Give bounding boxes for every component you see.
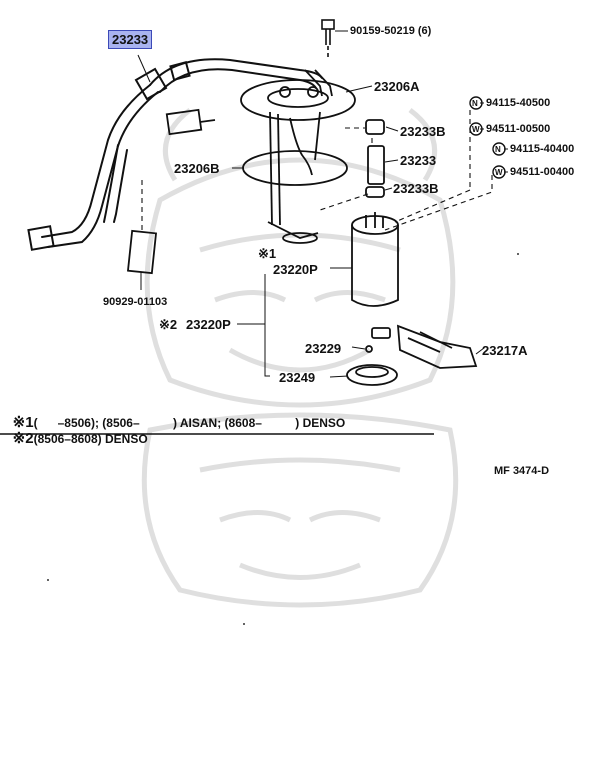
note-2: ※2(8506–8608) DENSO [6, 418, 148, 446]
part-label-gauge-bottom[interactable]: 23206B [174, 161, 220, 176]
bolt [321, 19, 335, 60]
pump-parts [126, 119, 478, 386]
part-label-clamp-lower[interactable]: 23233B [393, 181, 439, 196]
part-label-ring[interactable]: 23229 [305, 341, 342, 356]
part-label-gauge-top[interactable]: 23206A [374, 79, 420, 94]
part-label-bolt[interactable]: 90159-50219 (6) [350, 25, 432, 37]
n-symbol-icon: N [472, 99, 478, 108]
mark-1: ※1 [258, 246, 277, 261]
leader-lines [137, 30, 508, 378]
part-label-filter[interactable]: 23217A [482, 343, 528, 358]
part-label-washer2[interactable]: 94511-00400 [510, 166, 575, 178]
part-label-clamp-upper[interactable]: 23233B [400, 124, 446, 139]
part-label-fuel-hose[interactable]: 23233 [108, 30, 153, 49]
part-label-cushion[interactable]: 23249 [279, 370, 316, 385]
n-symbol-icon: N [495, 145, 501, 154]
fuel-line-hose [27, 58, 323, 251]
part-label-washer1[interactable]: 94511-00500 [486, 123, 551, 135]
mark-2: ※2 [159, 317, 178, 332]
watermark-mask-icon [141, 108, 459, 608]
figure-code: MF 3474-D [494, 465, 550, 477]
note-1-mark: ※1 [12, 414, 34, 431]
part-label-pump-alt[interactable]: 23220P [186, 317, 231, 332]
note-1: ※1( –8506); (8506– ) AISAN; (8608– ) DEN… [6, 402, 346, 431]
part-label-pump[interactable]: 23220P [273, 262, 318, 277]
part-label-hose-short[interactable]: 23233 [400, 153, 437, 168]
part-label-nut2[interactable]: 94115-40400 [510, 143, 575, 155]
part-label-clip[interactable]: 90929-01103 [103, 296, 168, 308]
w-symbol-icon: W [495, 168, 503, 177]
callout-circles [469, 96, 506, 179]
note-2-mark: ※2 [12, 430, 34, 447]
specks [47, 253, 519, 625]
fuel-gauge-assembly [165, 69, 356, 244]
note-1-text: ( –8506); (8506– ) AISAN; (8608– ) DENSO [33, 416, 346, 430]
part-label-nut1[interactable]: 94115-40500 [486, 97, 551, 109]
w-symbol-icon: W [472, 125, 480, 134]
dashed-guides [141, 110, 493, 232]
note-2-text: (8506–8608) DENSO [33, 432, 148, 446]
